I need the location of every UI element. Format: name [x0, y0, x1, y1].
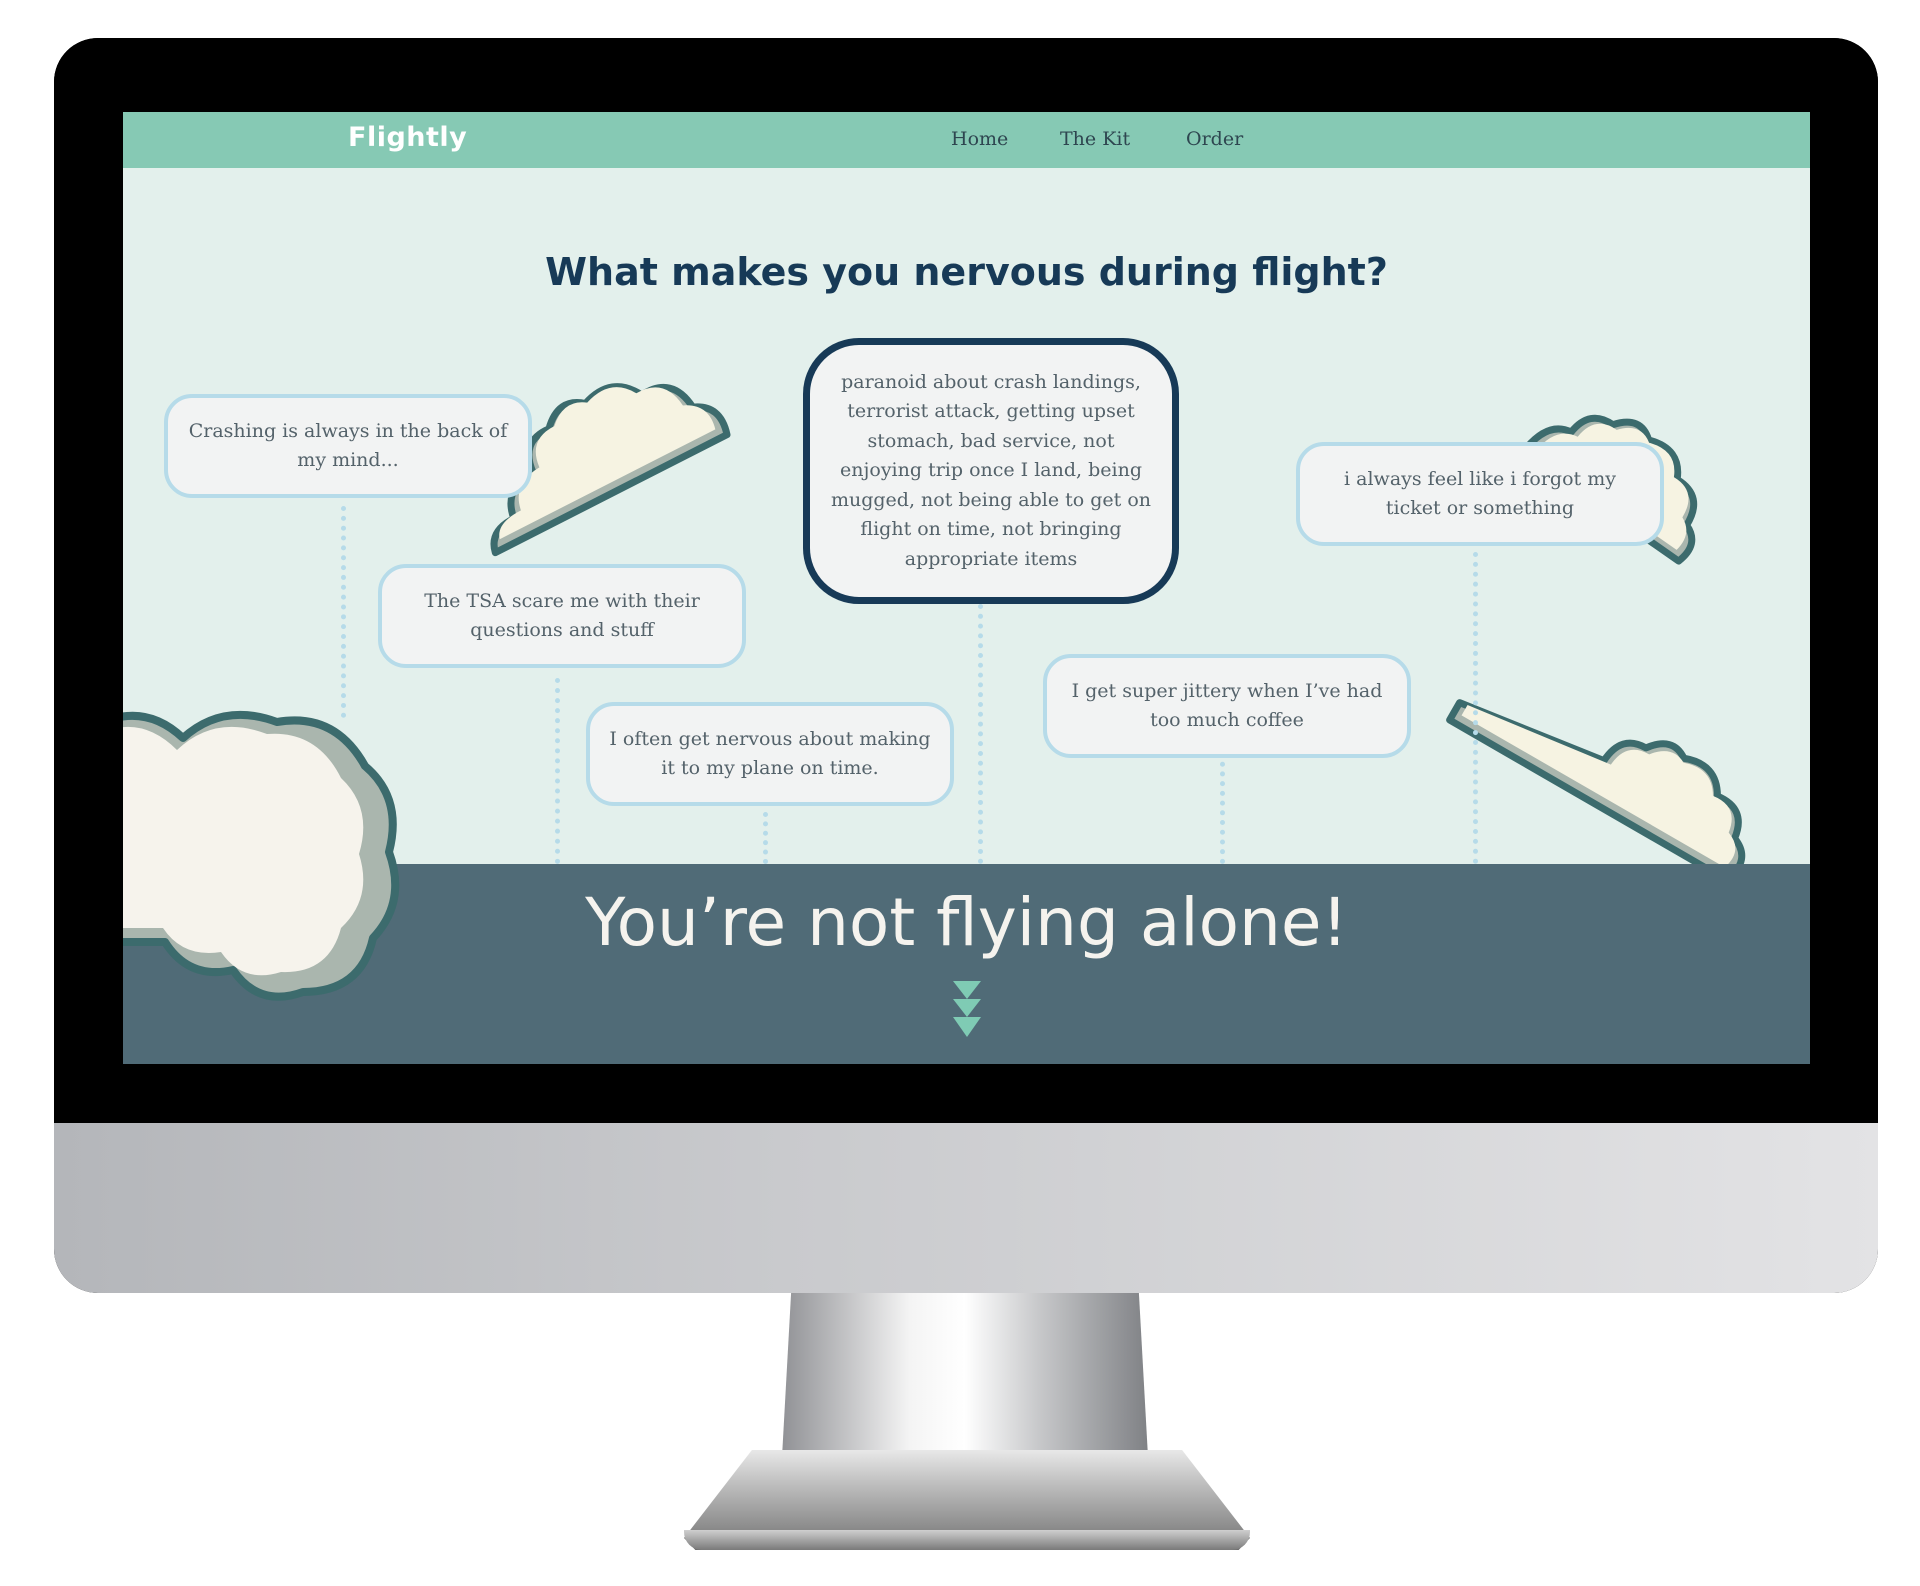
- tagline: You’re not flying alone!: [585, 884, 1348, 961]
- website-screen: Flightly Home The Kit Order What makes y…: [123, 112, 1810, 1064]
- navbar: Flightly Home The Kit Order: [123, 112, 1810, 168]
- section-headline: What makes you nervous during flight?: [545, 250, 1388, 294]
- monitor-stand-base-edge: [684, 1530, 1250, 1550]
- fear-bubble: I often get nervous about making it to m…: [586, 702, 954, 806]
- string-dots: [341, 506, 346, 718]
- brand-logo[interactable]: Flightly: [348, 122, 468, 153]
- triple-chevron-down-icon[interactable]: [951, 979, 983, 1041]
- string-dots: [763, 812, 768, 864]
- fear-bubble: Crashing is always in the back of my min…: [164, 394, 532, 498]
- nav-link-home[interactable]: Home: [951, 128, 1009, 150]
- string-dots: [555, 678, 560, 864]
- string-dots: [1473, 552, 1478, 864]
- featured-fear-bubble: paranoid about crash landings, terrorist…: [803, 338, 1179, 604]
- string-dots: [1220, 752, 1225, 864]
- fear-bubble: I get super jittery when I’ve had too mu…: [1043, 654, 1411, 758]
- nav-link-the-kit[interactable]: The Kit: [1060, 128, 1131, 150]
- cloud-illustration: [123, 710, 400, 1001]
- string-dots: [978, 604, 983, 864]
- fear-bubble: The TSA scare me with their questions an…: [378, 564, 746, 668]
- fear-bubble: i always feel like i forgot my ticket or…: [1296, 442, 1664, 546]
- cloud-illustration: [1446, 699, 1746, 884]
- monitor-chin: [54, 1123, 1878, 1293]
- nav-link-order[interactable]: Order: [1186, 128, 1244, 150]
- cloud-illustration: [490, 383, 731, 557]
